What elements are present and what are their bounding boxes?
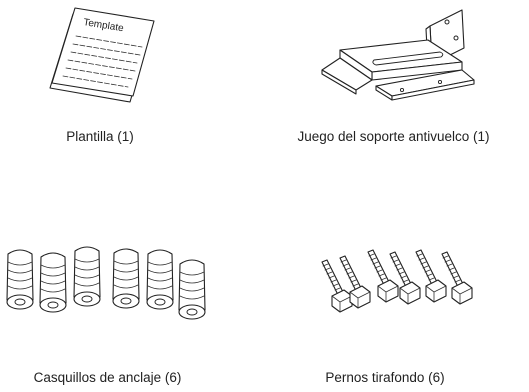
caption-lag-bolts: Pernos tirafondo (6) xyxy=(325,370,445,385)
caption-antitip-bracket: Juego del soporte antivuelco (1) xyxy=(297,129,490,144)
caption-anchor-sleeves: Casquillos de anclaje (6) xyxy=(33,370,182,385)
caption-template: Plantilla (1) xyxy=(66,129,134,144)
